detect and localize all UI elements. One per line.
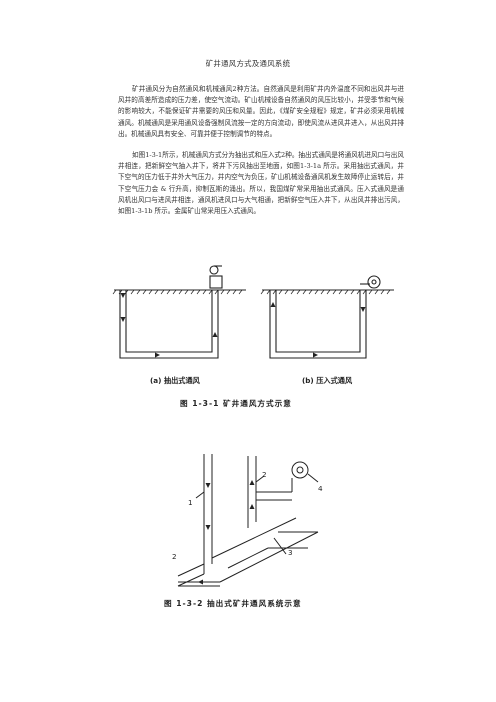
figure-2-label-4: 4 xyxy=(318,484,323,493)
figure-1-caption: 图 1-3-1 矿井通风方式示意 xyxy=(180,399,292,408)
paragraph-2: 如图1-3-1所示，机械通风方式分为抽出式和压入式2种。抽出式通风是将通风机进风… xyxy=(118,151,404,216)
figure-1b-diagram xyxy=(260,275,394,359)
paragraph-1: 矿井通风分为自然通风和机械通风2种方法。自然通风是利用矿井内外温度不同和出风井与… xyxy=(118,85,404,138)
figure-2-label-3: 3 xyxy=(288,548,293,557)
figure-2-label-2-top: 2 xyxy=(262,470,267,479)
figure-1a-caption: (a) 抽出式通风 xyxy=(150,376,200,385)
figure-2-diagram xyxy=(177,454,319,587)
figure-2-label-2-bottom: 2 xyxy=(172,552,177,561)
document-title: 矿井通风方式及通风系统 xyxy=(205,59,291,68)
figure-1b-caption: (b) 压入式通风 xyxy=(302,376,353,385)
figure-1a-diagram xyxy=(112,265,246,359)
figure-2-caption: 图 1-3-2 抽出式矿井通风系统示意 xyxy=(164,599,302,608)
figure-2-label-1: 1 xyxy=(188,498,193,507)
